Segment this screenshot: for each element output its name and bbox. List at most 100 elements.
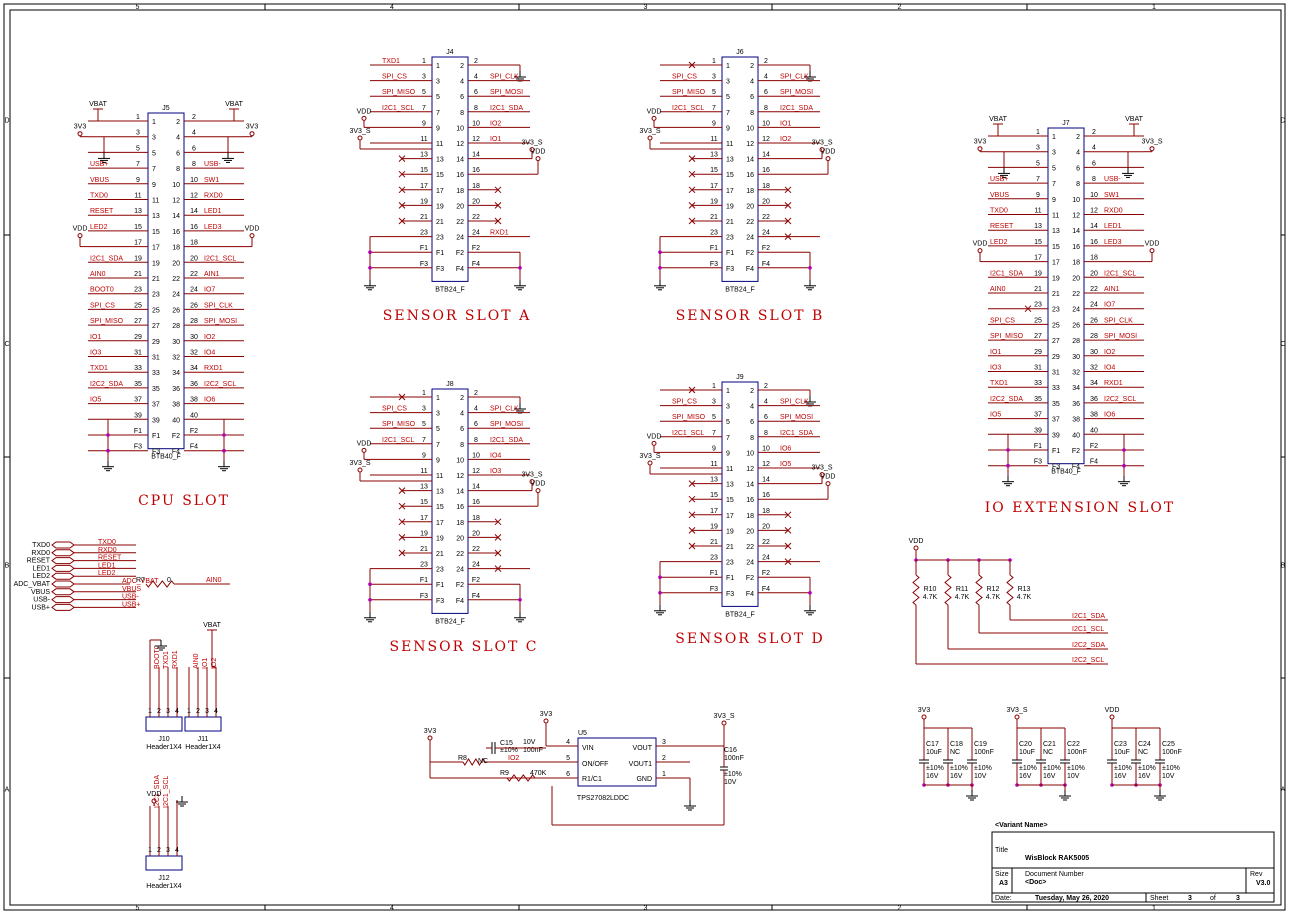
pin-number: 9	[422, 120, 426, 127]
pin-name: 15	[436, 172, 444, 179]
pin-number: F3	[420, 593, 428, 600]
power-label: 3V3_S	[1141, 139, 1162, 146]
pin-name: 5	[726, 419, 730, 426]
pin-number: F3	[420, 261, 428, 268]
net-label: VBUS	[122, 586, 141, 593]
header-part: Header1X4	[185, 744, 221, 751]
net-name: USB+	[32, 604, 50, 611]
net-label: I2C2_SCL	[204, 381, 236, 388]
pin-number: 22	[1090, 286, 1098, 293]
pin-name: 21	[1052, 291, 1060, 298]
pin-number: F1	[710, 570, 718, 577]
pin-number: 4	[566, 739, 570, 746]
net-label: BOOT0	[154, 645, 161, 669]
pin-number: 8	[1092, 176, 1096, 183]
title-label: Title	[995, 847, 1008, 854]
net-label: I2C1_SCL	[672, 430, 704, 437]
net-label: IO5	[90, 397, 101, 404]
pin-number: 1	[712, 383, 716, 390]
pin-name: 7	[152, 166, 156, 173]
net-label: IO4	[204, 350, 215, 357]
net-label: USB-	[204, 161, 221, 168]
pin-name: 18	[746, 188, 754, 195]
pin-name: 2	[460, 395, 464, 402]
net-label: AIN0	[206, 577, 222, 584]
pin-name: F1	[152, 433, 160, 440]
pin-number: 2	[157, 708, 161, 715]
pin-number: 11	[1034, 208, 1041, 215]
pin-name: 34	[172, 370, 180, 377]
pin-name: 8	[750, 110, 754, 117]
pin-number: 3	[712, 399, 716, 406]
pin-name: 9	[436, 457, 440, 464]
pin-number: 8	[764, 105, 768, 112]
pin-number: 23	[420, 562, 428, 569]
pin-name: 6	[750, 94, 754, 101]
connector-ref: J7	[1062, 120, 1070, 127]
net-label: IO1	[990, 349, 1001, 356]
pin-number: 3	[166, 708, 170, 715]
resistor-ref: R12	[987, 586, 1000, 593]
slot-title: IO EXTENSION SLOT	[985, 500, 1175, 516]
net-label: SPI_MISO	[990, 333, 1024, 340]
pin-number: F2	[472, 577, 480, 584]
net-label: SPI_CLK	[490, 406, 519, 413]
pin-number: 1	[187, 708, 191, 715]
cap-value: 100nF	[724, 755, 744, 762]
pin-number: 3	[422, 74, 426, 81]
net-label: I2C2_SDA	[90, 381, 123, 388]
net-label: I2C1_SDA	[780, 105, 813, 112]
net-name: RESET	[27, 558, 51, 565]
pin-number: 20	[1090, 270, 1098, 277]
pin-name: F1	[436, 582, 444, 589]
column-marker: 3	[644, 4, 648, 11]
pin-name: 24	[746, 235, 754, 242]
pin-number: 3	[136, 130, 140, 137]
pin-number: 5	[1036, 160, 1040, 167]
net-label: SPI_CS	[990, 317, 1015, 324]
pin-name: 11	[1052, 213, 1059, 220]
net-label: I2C2_SDA	[1072, 642, 1105, 649]
pin-number: 22	[762, 214, 770, 221]
pin-name: VOUT1	[629, 761, 652, 768]
connector-ref: J6	[736, 49, 744, 56]
net-label: I2C1_SCL	[204, 255, 236, 262]
pin-number: 34	[1090, 380, 1098, 387]
pin-name: 5	[152, 150, 156, 157]
pin-number: 22	[762, 539, 770, 546]
pin-number: 20	[762, 198, 770, 205]
power-label: 3V3_S	[1006, 707, 1027, 714]
pin-number: F4	[762, 586, 770, 593]
pin-name: 31	[1052, 370, 1060, 377]
pin-number: 5	[712, 89, 716, 96]
pin-name: 15	[726, 172, 734, 179]
pin-name: 2	[176, 119, 180, 126]
pin-number: 9	[712, 445, 716, 452]
load-switch-regulator: U5TPS27082LDDCVINON/OFFR1/C1VOUTVOUT1GND…	[424, 711, 744, 826]
net-label: RESET	[90, 208, 114, 215]
row-marker: A	[1281, 787, 1286, 794]
net-label: SPI_CLK	[490, 74, 519, 81]
pin-name: 35	[152, 386, 160, 393]
net-label: I2C1_SCL	[382, 105, 414, 112]
pin-number: 7	[712, 430, 716, 437]
column-marker: 3	[644, 905, 648, 912]
pin-name: 14	[172, 213, 180, 220]
power-label: VDD	[1145, 241, 1160, 248]
pin-name: 29	[152, 339, 160, 346]
pin-name: 6	[460, 426, 464, 433]
pin-number: 20	[190, 255, 198, 262]
pin-number: 17	[420, 183, 428, 190]
net-label: IO6	[204, 397, 215, 404]
header-ref: J10	[158, 736, 169, 743]
row-marker: B	[1281, 563, 1286, 570]
rev-label: Rev	[1250, 871, 1263, 878]
cap-tol: ±10%	[1019, 765, 1037, 772]
header-ref: J12	[158, 875, 169, 882]
net-label: SPI_MISO	[90, 318, 124, 325]
connector-ref: J8	[446, 381, 454, 388]
pin-name: 7	[726, 435, 730, 442]
pin-name: 35	[1052, 401, 1060, 408]
